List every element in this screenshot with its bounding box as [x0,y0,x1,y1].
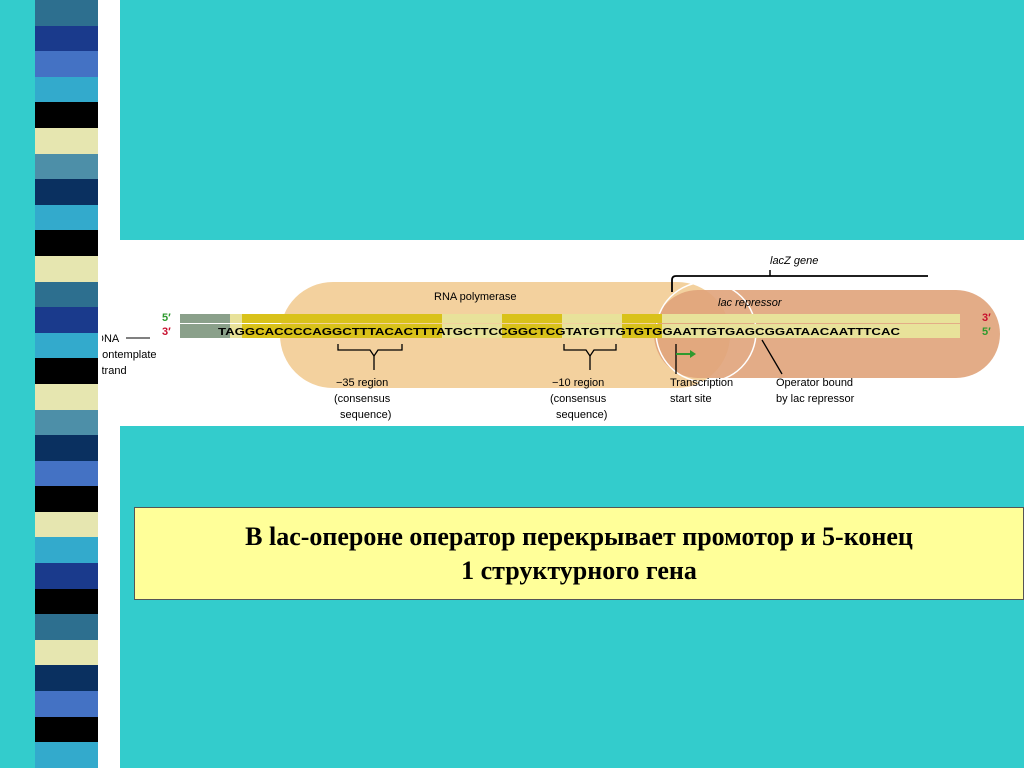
sidebar-stripe [35,409,98,436]
top-strand [180,314,960,323]
region10-line1: −10 region [552,377,604,389]
diagram-svg: lacZ gene RNA polymerase lac repressor 5… [102,255,1000,421]
sidebar-stripe [35,511,98,538]
sidebar-stripe [35,281,98,308]
sidebar-stripe [35,691,98,717]
caption-box: В lac-опероне оператор перекрывает промо… [134,507,1024,600]
top-strand-yellow-1 [242,314,442,323]
dna-sequence: TAGGCACCCCAGGCTTTACACTTTATGCTTCCGGCTCGTA… [218,326,901,338]
bottom-strand-yellow-2 [502,324,562,338]
sidebar-stripe [35,435,98,461]
caption-line1: В lac-опероне оператор перекрывает промо… [245,522,913,551]
sidebar-stripe [35,563,98,589]
decorative-sidebar [0,0,120,768]
sidebar-stripe [35,332,98,359]
top-strand-left-segment [180,314,230,323]
transcription-arrowhead [690,350,696,358]
sidebar-stripe [35,383,98,410]
sidebar-stripe [35,204,98,231]
striped-bar [35,0,98,768]
lacz-bracket [671,275,928,292]
caption-line2: 1 структурного гена [461,556,697,585]
sidebar-stripe [35,460,98,487]
sidebar-stripe [35,742,98,768]
sidebar-stripe [35,255,98,282]
region35-line3: sequence) [340,409,391,421]
bottom-strand-yellow-3 [622,324,662,338]
sidebar-stripe [35,665,98,692]
strand-bottom-left-prime: 3′ [162,326,171,338]
region35-line2: (consensus [334,393,391,405]
rna-polymerase-label: RNA polymerase [434,291,517,303]
sidebar-stripe [35,230,98,256]
sidebar-stripe [35,0,98,26]
sidebar-stripe [35,716,98,743]
lacz-label: lacZ gene [770,255,818,267]
sidebar-stripe [35,639,98,666]
strand-top-left-prime: 5′ [162,312,171,324]
region10-line3: sequence) [556,409,607,421]
sidebar-stripe [35,614,98,640]
top-strand-yellow-2 [502,314,562,323]
start-site-line1: Transcription [670,377,733,389]
operator-line1: Operator bound [776,377,853,389]
strand-top-right-prime: 3′ [982,312,991,324]
strand-bottom-right-prime: 5′ [982,326,991,338]
sidebar-stripe [35,358,98,384]
bottom-strand-left-segment [180,324,230,338]
start-site-line2: start site [670,393,712,405]
sidebar-stripe [35,588,98,615]
template-label-line1: nontemplate [102,349,157,361]
region35-line1: −35 region [336,377,388,389]
sidebar-stripe [35,51,98,77]
bottom-strand-yellow-1 [242,324,442,338]
lac-repressor-label: lac repressor [718,297,783,309]
sidebar-stripe [35,486,98,512]
sidebar-stripe [35,127,98,154]
top-strand-yellow-3 [622,314,662,323]
sidebar-stripe [35,307,98,333]
operator-leader [761,339,783,375]
sidebar-stripe [35,76,98,103]
operator-line2: by lac repressor [776,393,855,405]
template-label-line2: strand [102,365,127,377]
sidebar-stripe [35,179,98,205]
sidebar-stripe [35,537,98,564]
sidebar-stripe [35,25,98,52]
sidebar-stripe [35,153,98,180]
region10-line2: (consensus [550,393,607,405]
lac-operon-diagram: lacZ gene RNA polymerase lac repressor 5… [102,240,1024,426]
sidebar-stripe [35,102,98,128]
dna-label: DNA [102,333,120,345]
